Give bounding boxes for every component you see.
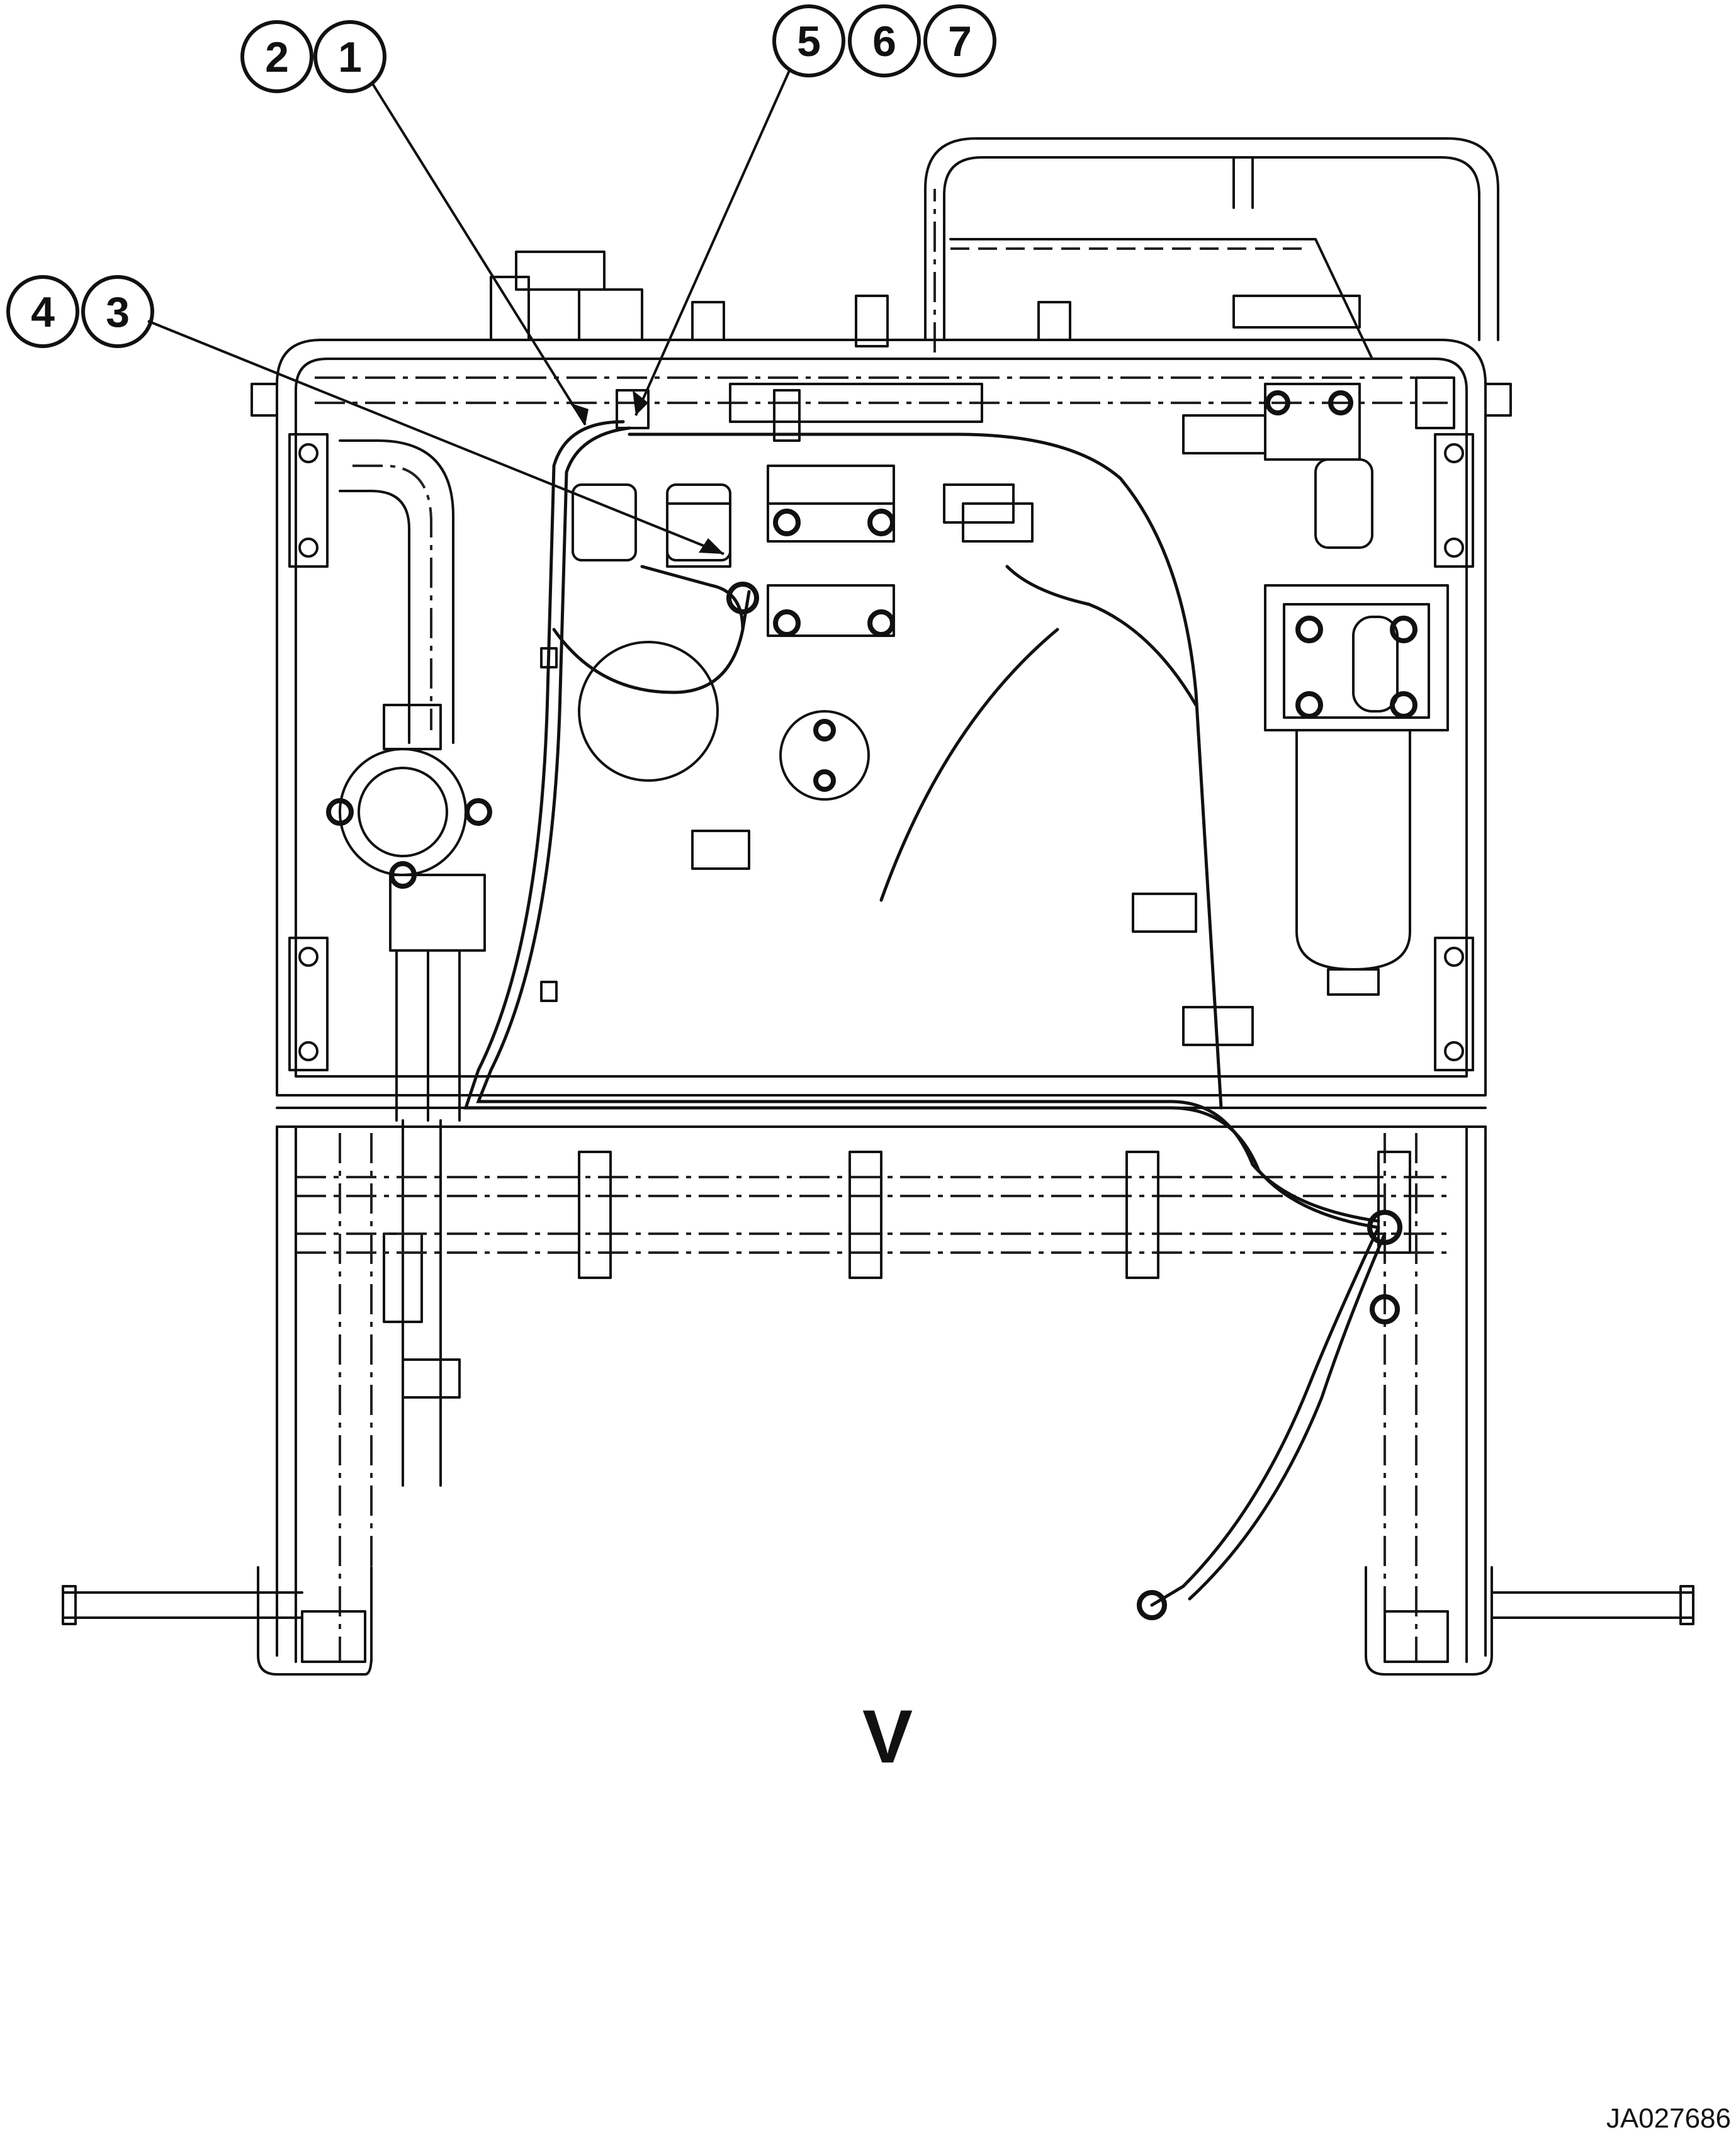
callout-1: 1 xyxy=(313,20,386,93)
view-label: V xyxy=(862,1694,913,1779)
left-hose xyxy=(339,439,454,744)
support-feet xyxy=(62,1566,1694,1676)
lower-tubes xyxy=(276,1125,1487,1663)
callout-1-label: 1 xyxy=(338,33,362,81)
callout-4: 4 xyxy=(6,275,79,348)
wiring-harness xyxy=(463,389,1402,1620)
callout-6-label: 6 xyxy=(872,18,896,65)
leader-lines xyxy=(147,69,791,555)
callout-2-label: 2 xyxy=(265,33,289,81)
callout-4-label: 4 xyxy=(31,288,55,336)
callout-2: 2 xyxy=(240,20,313,93)
callout-3-label: 3 xyxy=(106,288,130,336)
fuel-filter xyxy=(1182,383,1449,996)
reference-code: JA027686 xyxy=(1606,2103,1731,2134)
callout-5: 5 xyxy=(772,4,845,77)
relay-block xyxy=(572,383,1034,637)
callout-5-label: 5 xyxy=(797,18,821,65)
callout-3: 3 xyxy=(81,275,154,348)
callout-7-label: 7 xyxy=(948,18,972,65)
callout-7: 7 xyxy=(923,4,996,77)
handrail xyxy=(924,137,1499,360)
callout-6: 6 xyxy=(848,4,921,77)
